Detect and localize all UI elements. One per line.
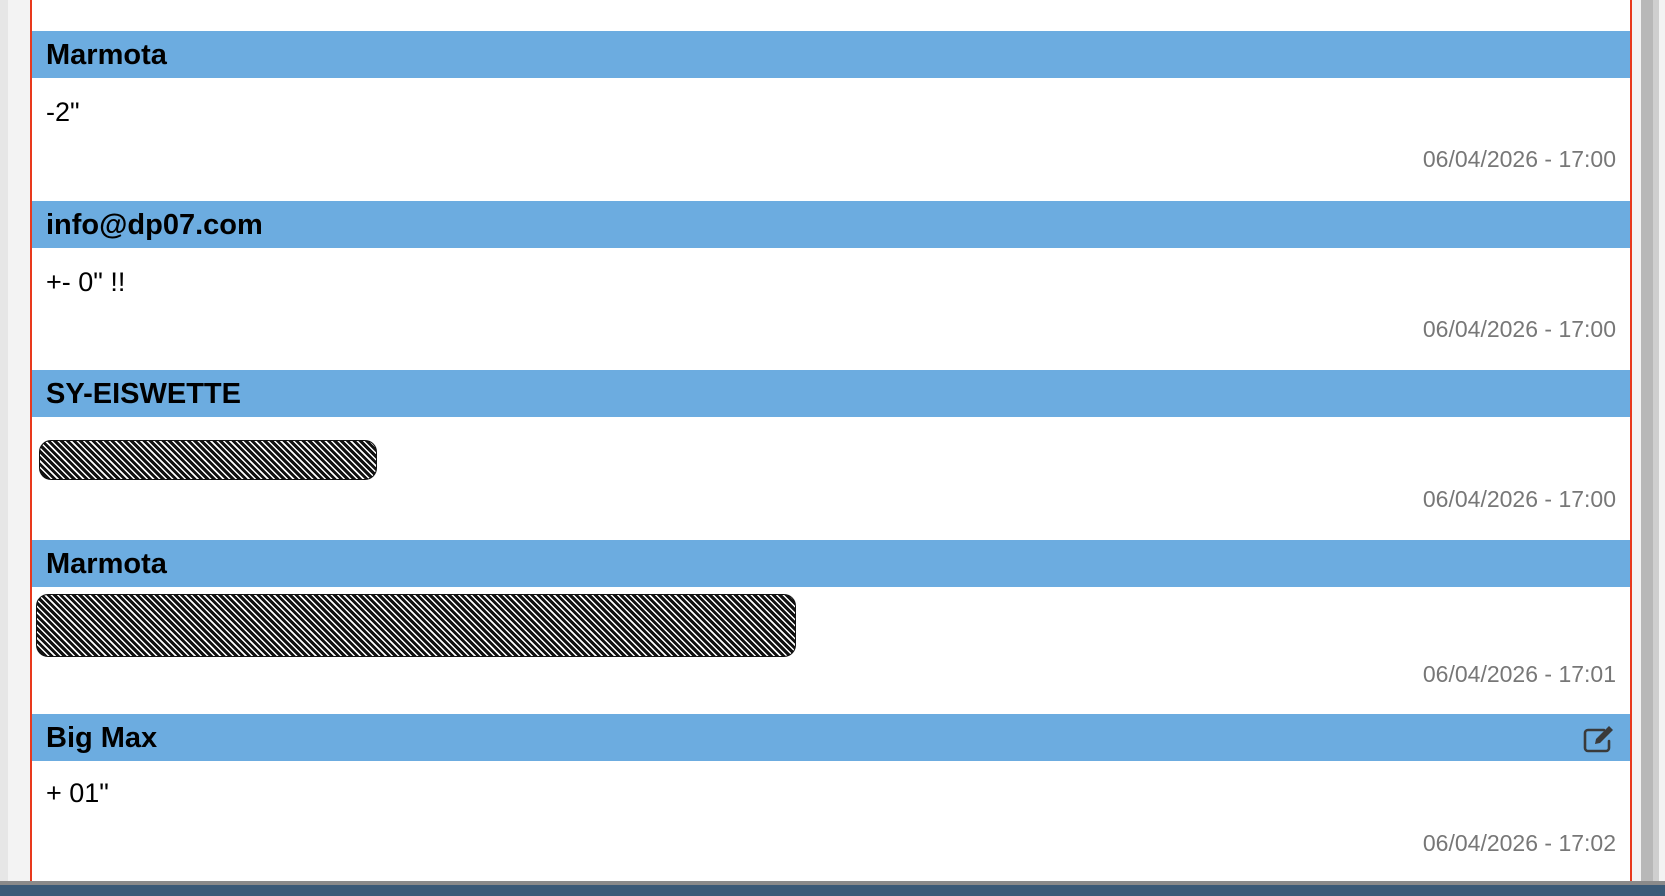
edit-icon[interactable]	[1582, 722, 1616, 754]
message-header: Marmota	[32, 31, 1630, 78]
chat-panel: Marmota -2" 06/04/2026 - 17:00 info@dp07…	[30, 0, 1632, 881]
message-text: -2"	[46, 97, 80, 127]
message-item: Marmota -2" 06/04/2026 - 17:00	[32, 31, 1630, 201]
message-item: info@dp07.com +- 0" !! 06/04/2026 - 17:0…	[32, 201, 1630, 370]
message-header: Big Max	[32, 714, 1630, 761]
left-gutter	[0, 0, 8, 896]
redacted-text	[39, 440, 377, 480]
scrollbar[interactable]	[1635, 0, 1665, 881]
message-author: info@dp07.com	[46, 209, 263, 241]
message-timestamp: 06/04/2026 - 17:02	[1422, 830, 1616, 856]
message-author: Marmota	[46, 548, 167, 580]
message-author: Big Max	[46, 722, 158, 754]
message-header: Marmota	[32, 540, 1630, 587]
message-header: info@dp07.com	[32, 201, 1630, 248]
bottom-bar	[0, 881, 1665, 896]
message-timestamp: 06/04/2026 - 17:00	[1422, 316, 1616, 342]
message-text: + 01"	[46, 778, 109, 808]
redacted-text	[36, 594, 796, 657]
message-timestamp: 06/04/2026 - 17:00	[1422, 146, 1616, 172]
message-item: Big Max + 01" 06/04/2026 - 17:02	[32, 714, 1630, 881]
message-author: Marmota	[46, 39, 167, 71]
message-header: SY-EISWETTE	[32, 370, 1630, 417]
message-timestamp: 06/04/2026 - 17:01	[1422, 661, 1616, 687]
message-author: SY-EISWETTE	[46, 378, 241, 410]
message-text: +- 0" !!	[46, 267, 126, 297]
message-item: Marmota 06/04/2026 - 17:01	[32, 540, 1630, 714]
message-timestamp: 06/04/2026 - 17:00	[1422, 486, 1616, 512]
message-item: SY-EISWETTE 06/04/2026 - 17:00	[32, 370, 1630, 540]
